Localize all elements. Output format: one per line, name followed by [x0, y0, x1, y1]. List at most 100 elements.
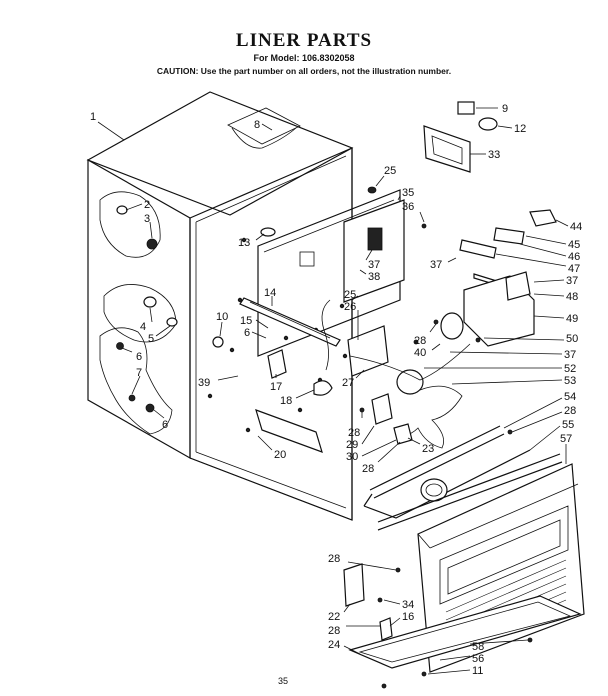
callout-6a: 6: [244, 327, 267, 339]
callout-18: 18: [280, 389, 315, 407]
callout-33: 33: [470, 149, 500, 161]
callout-15-label: 15: [240, 315, 252, 327]
callout-22-label: 22: [328, 611, 340, 623]
callout-1-label: 1: [90, 111, 96, 123]
callout-28f-label: 28: [328, 625, 340, 637]
callout-8: 8: [254, 119, 273, 131]
callout-34-label: 34: [402, 599, 414, 611]
callout-52-label: 52: [564, 363, 576, 375]
callout-40: 40: [414, 343, 441, 359]
callout-55: 55: [529, 419, 574, 451]
callout-11: 11: [427, 665, 483, 677]
callout-10-label: 10: [216, 311, 228, 323]
callout-37b-label: 37: [430, 259, 442, 271]
callout-39-label: 39: [198, 377, 210, 389]
callout-9: 9: [476, 103, 508, 115]
callout-44: 44: [555, 219, 582, 233]
callout-28b: 28: [511, 405, 576, 433]
callout-10: 10: [216, 311, 228, 337]
callout-28d: 28: [362, 441, 401, 475]
callout-55-label: 55: [562, 419, 574, 431]
callout-8-label: 8: [254, 119, 260, 131]
callout-37a-label: 37: [368, 259, 380, 271]
callout-36: 36: [402, 201, 425, 223]
callout-5-label: 5: [148, 333, 154, 345]
callout-18-label: 18: [280, 395, 292, 407]
callout-3-label: 3: [144, 213, 150, 225]
callout-20: 20: [257, 435, 286, 461]
callout-17: 17: [270, 374, 282, 393]
callout-3: 3: [144, 213, 153, 239]
callout-48-label: 48: [566, 291, 578, 303]
callout-45: 45: [525, 235, 580, 251]
callout-28d-label: 28: [362, 463, 374, 475]
callout-46-label: 46: [568, 251, 580, 263]
callout-50: 50: [483, 333, 578, 345]
callout-58: 58: [469, 639, 529, 653]
callout-56: 56: [439, 653, 484, 665]
callout-57: 57: [560, 433, 572, 464]
callout-6b: 6: [121, 347, 142, 363]
callout-14-label: 14: [264, 287, 276, 299]
callout-28b-label: 28: [564, 405, 576, 417]
callout-54: 54: [503, 391, 576, 429]
page-title: LINER PARTS: [235, 30, 373, 51]
callout-27: 27: [342, 369, 365, 389]
callout-2: 2: [125, 199, 150, 211]
callout-50-label: 50: [566, 333, 578, 345]
page-number: 35: [278, 676, 289, 686]
callout-37d-label: 37: [564, 349, 576, 361]
callout-13: 13: [238, 233, 265, 249]
callout-45-label: 45: [568, 239, 580, 251]
callout-34: 34: [383, 599, 414, 611]
callout-53-label: 53: [564, 375, 576, 387]
callout-37a: 37: [365, 249, 380, 271]
upper-right-parts: [299, 101, 557, 449]
callout-49: 49: [533, 313, 578, 325]
callout-25a: 25: [375, 165, 396, 187]
callout-6c: 6: [153, 409, 168, 431]
callout-23: 23: [407, 437, 434, 455]
callout-40-label: 40: [414, 347, 426, 359]
callout-9-label: 9: [502, 103, 508, 115]
callout-37b: 37: [430, 257, 457, 271]
callout-25a-label: 25: [384, 165, 396, 177]
callout-16-label: 16: [402, 611, 414, 623]
callout-28a-label: 28: [414, 335, 426, 347]
callout-47-label: 47: [568, 263, 580, 275]
callout-39: 39: [198, 375, 239, 389]
callout-16: 16: [389, 611, 414, 627]
callout-4-label: 4: [140, 321, 146, 333]
callout-26-label: 26: [344, 301, 356, 313]
callout-5: 5: [148, 325, 171, 345]
callout-52: 52: [424, 363, 576, 375]
caution-note: CAUTION: Use the part number on all orde…: [156, 66, 452, 76]
callout-56-label: 56: [472, 653, 484, 665]
callout-17-label: 17: [270, 381, 282, 393]
callout-30: 30: [346, 439, 397, 463]
callout-29: 29: [346, 425, 375, 451]
callout-28f: 28: [328, 625, 380, 637]
callout-20-label: 20: [274, 449, 286, 461]
callout-28c: 28: [348, 412, 363, 439]
model-number: For Model: 106.8302058: [253, 53, 355, 63]
callout-6b-label: 6: [136, 351, 142, 363]
callout-37c: 37: [533, 275, 578, 287]
callout-58-label: 58: [472, 641, 484, 653]
callout-54-label: 54: [564, 391, 576, 403]
callout-37c-label: 37: [566, 275, 578, 287]
callout-33-label: 33: [488, 149, 500, 161]
callout-36-label: 36: [402, 201, 414, 213]
callout-30-label: 30: [346, 451, 358, 463]
callout-38: 38: [359, 269, 380, 283]
callout-48: 48: [533, 291, 578, 303]
callout-53: 53: [451, 375, 576, 387]
callout-7-label: 7: [136, 367, 142, 379]
callout-28e-label: 28: [328, 553, 340, 565]
callout-15: 15: [240, 315, 269, 329]
callout-labels: 1 8 2 3 13 10 14 15 6 4 5 6 7 6 39 17 18…: [90, 103, 582, 677]
callout-37d: 37: [449, 349, 576, 361]
callout-47: 47: [495, 253, 580, 275]
